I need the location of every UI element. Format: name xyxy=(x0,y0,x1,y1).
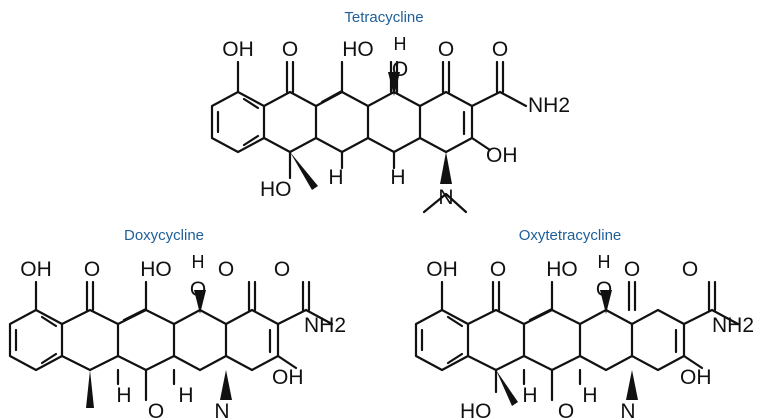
ring-e xyxy=(630,308,686,372)
bond-oh-e xyxy=(470,136,492,152)
wedge-n xyxy=(626,370,638,400)
label-ho-c: HO xyxy=(546,258,578,281)
bond-ketone-e xyxy=(441,60,451,94)
label-oh-a: OH xyxy=(20,258,52,281)
wedge-n xyxy=(220,370,232,400)
oxytetracycline-title: Oxytetracycline xyxy=(519,227,622,244)
bond-dimethylamino xyxy=(422,192,468,214)
bond-ketone-b xyxy=(85,280,95,312)
label-oh-e: OH xyxy=(272,366,304,389)
tetracycline-title: Tetracycline xyxy=(344,9,423,26)
label-h-c: H xyxy=(582,384,597,407)
bond-ketone-e xyxy=(247,280,257,312)
bond-amide xyxy=(682,280,740,326)
label-ho-bottom: HO xyxy=(260,178,292,201)
label-h-top: H xyxy=(598,252,611,272)
label-n: N xyxy=(214,400,229,418)
oxytetracycline-structure: Oxytetracycline OH O HO H O O O NH2 OH H… xyxy=(414,227,754,418)
label-o-b: O xyxy=(84,258,100,281)
ring-c-double-bond xyxy=(320,89,344,104)
label-h-d: H xyxy=(390,166,405,189)
tetracycline-structure: Tetracycline OH O HO xyxy=(210,9,570,214)
label-h-top: H xyxy=(394,34,407,54)
ring-a-aromatic-bonds xyxy=(14,315,58,365)
label-h-top: H xyxy=(192,252,205,272)
label-nh2: NH2 xyxy=(304,314,346,337)
label-oh-a: OH xyxy=(222,38,254,61)
label-oh-e: OH xyxy=(680,366,712,389)
label-ho-c: HO xyxy=(342,38,374,61)
ring-c-double-bond xyxy=(528,307,554,322)
label-o-d-oh: O xyxy=(596,278,612,301)
bond-ketone-e xyxy=(627,280,637,312)
bond-ketone-b xyxy=(285,60,295,94)
ring-d xyxy=(172,308,228,372)
bond-oh-e xyxy=(276,354,298,370)
wedge-methyl xyxy=(496,370,518,406)
bond-amide xyxy=(470,60,528,108)
label-h-c: H xyxy=(178,384,193,407)
label-o-d-oh: O xyxy=(190,278,206,301)
label-o-amide: O xyxy=(274,258,290,281)
label-oh-e: OH xyxy=(486,144,518,167)
label-o-bottom: O xyxy=(148,400,164,418)
ring-b xyxy=(262,90,318,154)
wedge-n xyxy=(440,152,452,184)
label-oh-a: OH xyxy=(426,258,458,281)
label-ho-c: HO xyxy=(140,258,172,281)
bond-oh-e xyxy=(682,354,704,370)
label-n: N xyxy=(620,400,635,418)
label-o-d: O xyxy=(624,258,640,281)
label-o-amide: O xyxy=(492,38,508,61)
wedge-oh-d xyxy=(600,290,612,314)
ring-b xyxy=(60,308,120,372)
label-nh2: NH2 xyxy=(712,314,754,337)
wedge-oh-d xyxy=(194,290,206,314)
doxycycline-title: Doxycycline xyxy=(124,227,204,244)
doxycycline-structure: Doxycycline OH O HO H O O O NH2 OH H H O… xyxy=(8,227,346,418)
wedge-oh-d xyxy=(388,72,400,96)
ring-a-aromatic-bonds xyxy=(216,97,260,147)
label-o-b: O xyxy=(490,258,506,281)
ring-d xyxy=(366,90,422,154)
label-o-e: O xyxy=(438,38,454,61)
ring-e xyxy=(224,308,280,372)
label-o-b: O xyxy=(282,38,298,61)
label-n: N xyxy=(438,186,453,209)
label-o-d-oh: O xyxy=(392,58,408,81)
label-ho-bottom: HO xyxy=(460,400,492,418)
label-h-b: H xyxy=(116,384,131,407)
ring-c-double-bond xyxy=(122,307,148,322)
wedge-methyl xyxy=(86,370,94,408)
bond-ketone-b xyxy=(491,280,501,312)
ring-a xyxy=(8,308,64,372)
label-h-b: H xyxy=(522,384,537,407)
label-o-amide: O xyxy=(682,258,698,281)
ring-e xyxy=(418,90,474,154)
ring-d xyxy=(578,308,634,372)
ring-a xyxy=(414,308,470,372)
wedge-methyl xyxy=(290,152,318,190)
label-o-bottom: O xyxy=(558,400,574,418)
ring-a-aromatic-bonds xyxy=(420,315,464,365)
label-o-d: O xyxy=(218,258,234,281)
label-nh2: NH2 xyxy=(528,94,570,117)
ring-b xyxy=(466,308,526,372)
ring-a xyxy=(210,90,266,154)
label-h-c: H xyxy=(328,166,343,189)
bond-amide xyxy=(276,280,334,326)
